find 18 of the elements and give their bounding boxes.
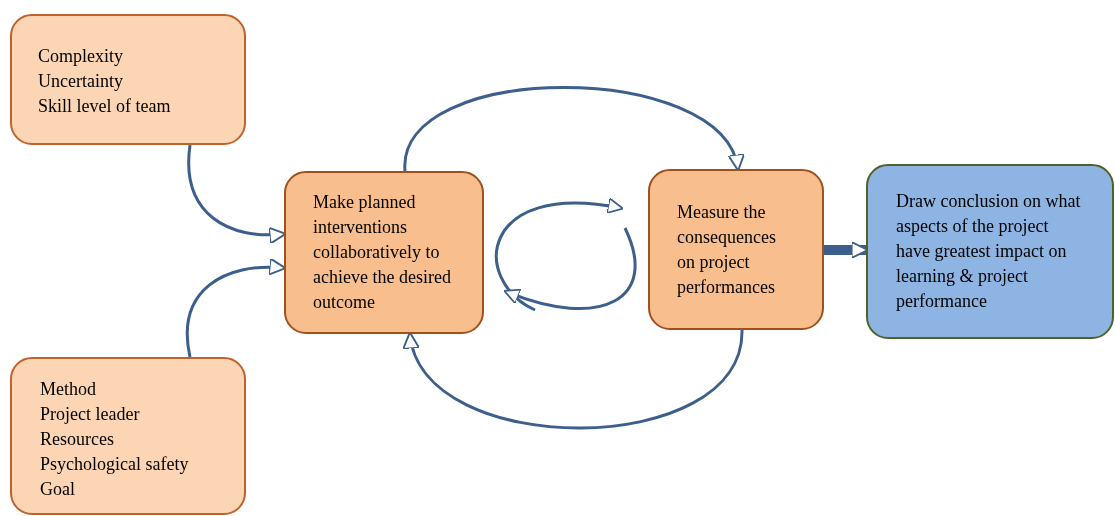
box-text: Uncertainty — [38, 70, 124, 93]
box-text: Psychological safety — [40, 453, 190, 476]
curved-arrow — [405, 329, 744, 430]
box-text: Skill level of team — [38, 95, 172, 118]
box-text: Measure the consequences on project performances — [677, 200, 777, 299]
process-box — [866, 164, 1114, 339]
process-box — [10, 14, 246, 145]
process-box — [284, 171, 484, 334]
box-text: Method — [40, 378, 97, 401]
box-text: Draw conclusion on what aspects of the project have greatest impact on learning & project performance — [896, 190, 1082, 313]
curved-arrow — [403, 86, 742, 172]
box-text: Goal — [40, 478, 76, 501]
process-box — [648, 169, 824, 330]
box-text: Complexity — [38, 45, 124, 68]
box-text: Resources — [40, 428, 115, 451]
box-text: Make planned interventions collaboratively to achieve the desired outcome — [313, 191, 452, 314]
box-text: Project leader — [40, 403, 141, 426]
process-box — [10, 357, 246, 515]
